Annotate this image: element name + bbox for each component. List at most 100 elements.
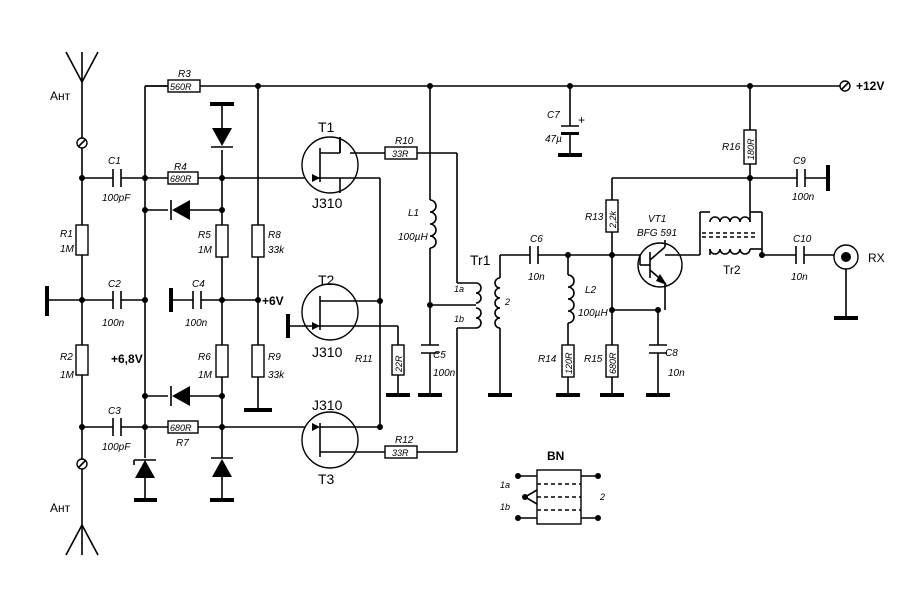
transistor-t3: J310 T3 <box>301 397 385 487</box>
svg-text:R15: R15 <box>584 354 603 365</box>
transformer-tr2: Tr2 <box>699 178 763 277</box>
svg-text:2,2k: 2,2k <box>608 210 618 229</box>
diode-upper-h <box>142 200 225 220</box>
svg-text:100pF: 100pF <box>102 442 131 453</box>
svg-text:680R: 680R <box>170 174 192 184</box>
c8: C8 10n <box>649 344 685 379</box>
svg-text:T1: T1 <box>318 119 335 135</box>
r8: R8 33k <box>251 224 285 258</box>
r9: R9 33k <box>251 344 285 381</box>
svg-text:R14: R14 <box>538 354 557 365</box>
svg-text:C5: C5 <box>433 350 446 361</box>
diode-lower-h <box>142 386 225 406</box>
svg-text:33R: 33R <box>392 448 409 458</box>
svg-text:1b: 1b <box>500 502 510 512</box>
svg-text:R10: R10 <box>395 136 414 147</box>
svg-text:C3: C3 <box>108 406 121 417</box>
svg-text:10n: 10n <box>668 368 685 379</box>
svg-text:T2: T2 <box>318 272 335 288</box>
transistor-t2: T2 J310 <box>288 272 360 360</box>
svg-text:1b: 1b <box>454 314 464 324</box>
svg-text:J310: J310 <box>312 344 343 360</box>
svg-text:120R: 120R <box>564 352 574 374</box>
svg-text:C4: C4 <box>192 279 205 290</box>
svg-text:C1: C1 <box>108 156 121 167</box>
diode-top-v <box>210 102 234 148</box>
svg-text:Tr1: Tr1 <box>470 252 491 268</box>
c5: C5 100n <box>421 344 456 379</box>
antenna-top-label: Ант <box>50 89 71 103</box>
svg-text:J310: J310 <box>312 397 343 413</box>
svg-text:100n: 100n <box>792 192 815 203</box>
svg-text:1M: 1M <box>198 245 213 256</box>
svg-text:C7: C7 <box>547 110 560 121</box>
svg-text:R8: R8 <box>268 230 281 241</box>
r1: R1 1M <box>60 224 89 256</box>
svg-text:22R: 22R <box>394 355 404 373</box>
svg-text:33k: 33k <box>268 245 285 256</box>
svg-text:L1: L1 <box>408 208 419 219</box>
antenna-top: Ант <box>50 51 99 149</box>
svg-text:680R: 680R <box>170 423 192 433</box>
c9: C9 100n <box>792 156 815 203</box>
svg-text:680R: 680R <box>608 352 618 374</box>
svg-text:R13: R13 <box>585 212 604 223</box>
r6: R6 1M <box>198 344 229 381</box>
svg-text:R5: R5 <box>198 230 211 241</box>
svg-text:33k: 33k <box>268 370 285 381</box>
r13: R13 2,2k <box>585 199 619 233</box>
svg-text:1a: 1a <box>500 480 510 490</box>
svg-text:C2: C2 <box>108 279 121 290</box>
label-6v8: +6,8V <box>111 352 143 366</box>
svg-text:R16: R16 <box>722 142 741 153</box>
l2: L2 100µH <box>567 274 608 324</box>
c7: C7 47µ + <box>545 110 585 145</box>
zener-diode <box>133 450 157 502</box>
transformer-tr1: Tr1 1a 1b 2 <box>454 252 510 329</box>
svg-text:1M: 1M <box>60 244 75 255</box>
svg-text:R3: R3 <box>178 69 191 80</box>
svg-text:R9: R9 <box>268 352 281 363</box>
r2: R2 1M <box>60 344 89 381</box>
r3: R3 560R <box>167 69 201 93</box>
antenna-bottom-label: Ант <box>50 501 71 515</box>
svg-text:560R: 560R <box>170 82 192 92</box>
svg-text:VT1: VT1 <box>648 214 666 225</box>
svg-text:1a: 1a <box>454 284 464 294</box>
r5: R5 1M <box>198 224 229 258</box>
c3: C3 100pF <box>102 406 131 453</box>
c4: C4 100n <box>185 279 208 329</box>
svg-text:R12: R12 <box>395 435 414 446</box>
svg-text:C6: C6 <box>530 234 543 245</box>
r4: R4 680R <box>167 162 199 185</box>
svg-text:R11: R11 <box>355 354 373 365</box>
c6: C6 10n <box>528 234 545 283</box>
c2: C2 100n <box>102 279 125 329</box>
svg-text:R6: R6 <box>198 352 211 363</box>
r12: R12 33R <box>384 435 418 459</box>
antenna-bottom: Ант <box>50 458 99 556</box>
svg-text:R4: R4 <box>174 162 187 173</box>
svg-text:T3: T3 <box>318 471 335 487</box>
svg-text:C8: C8 <box>665 348 678 359</box>
svg-text:J310: J310 <box>312 195 343 211</box>
svg-text:R7: R7 <box>176 438 189 449</box>
svg-text:33R: 33R <box>392 149 409 159</box>
svg-text:1M: 1M <box>198 370 213 381</box>
svg-text:BN: BN <box>547 449 564 463</box>
svg-text:BFG 591: BFG 591 <box>637 228 677 239</box>
rx-connector: RX <box>833 244 885 320</box>
svg-text:R2: R2 <box>60 352 73 363</box>
svg-text:100µH: 100µH <box>578 308 608 319</box>
svg-text:R1: R1 <box>60 229 73 240</box>
svg-text:Tr2: Tr2 <box>723 263 741 277</box>
l1: L1 100µH <box>398 199 437 249</box>
svg-text:10n: 10n <box>528 272 545 283</box>
svg-text:100n: 100n <box>102 318 125 329</box>
svg-text:10n: 10n <box>791 272 808 283</box>
c10: C10 10n <box>791 234 812 283</box>
r7: 680R R7 <box>167 420 199 449</box>
r10: R10 33R <box>384 136 418 160</box>
svg-text:L2: L2 <box>585 285 597 296</box>
